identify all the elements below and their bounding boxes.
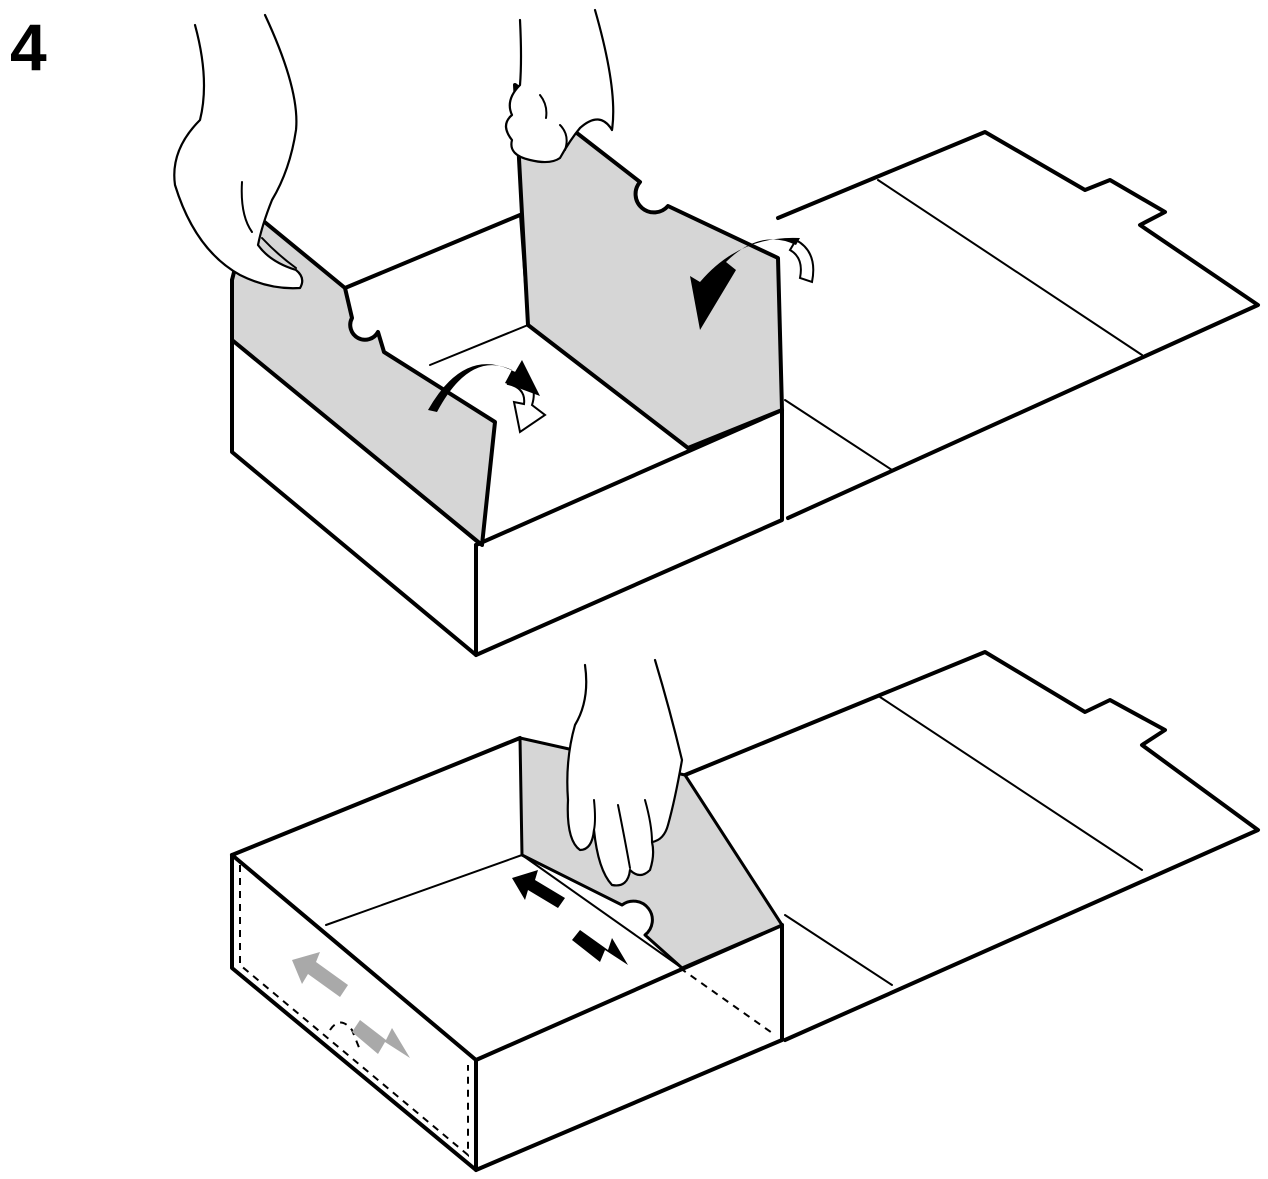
slide-arrow-grey-left-icon: [292, 952, 348, 997]
bottom-lid-panel: [685, 652, 1258, 1040]
fold-arrow-back-tail-icon: [790, 240, 813, 282]
hand-right-icon: [506, 10, 613, 162]
slide-arrow-right-icon: [572, 930, 628, 965]
top-lid-panel: [778, 132, 1258, 518]
slide-arrow-left-icon: [512, 870, 565, 908]
top-box-illustration: [174, 10, 1258, 655]
bottom-box-illustration: [232, 652, 1258, 1170]
slide-arrow-grey-right-icon: [352, 1020, 410, 1058]
